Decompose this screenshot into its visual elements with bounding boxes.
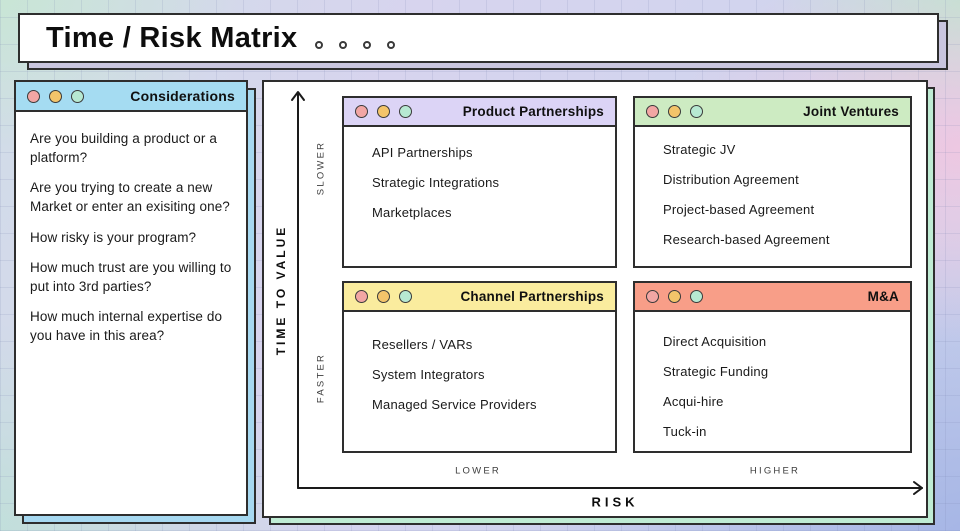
window-dot-icon xyxy=(377,105,390,118)
window-dot-icon xyxy=(355,105,368,118)
window-dot-icon xyxy=(399,290,412,303)
window-dot-icon xyxy=(668,105,681,118)
considerations-panel: Considerations Are you building a produc… xyxy=(14,80,248,516)
quadrant-header: Joint Ventures xyxy=(635,98,910,127)
x-axis-arrow-icon xyxy=(913,481,923,495)
window-dots xyxy=(27,89,84,103)
window-dot-icon xyxy=(27,89,40,103)
axes xyxy=(291,91,923,495)
window-dot-icon xyxy=(377,290,390,303)
list-item: API Partnerships xyxy=(372,145,473,160)
list-item: Resellers / VARs xyxy=(372,337,473,352)
quadrant-product-partnerships: Product Partnerships API Partnerships St… xyxy=(342,96,617,268)
hollow-dot-icon xyxy=(363,41,372,49)
window-dots xyxy=(646,290,703,303)
quadrant-title: Product Partnerships xyxy=(462,104,604,119)
page-title: Time / Risk Matrix xyxy=(46,21,298,54)
list-item: Strategic JV xyxy=(663,142,736,157)
window-dots xyxy=(646,105,703,118)
window-dots xyxy=(355,105,412,118)
quadrant-items: Resellers / VARs System Integrators Mana… xyxy=(344,312,615,420)
window-dot-icon xyxy=(646,105,659,118)
y-axis-label: TIME TO VALUE xyxy=(274,224,288,356)
list-item: Distribution Agreement xyxy=(663,172,799,187)
window-dot-icon xyxy=(668,290,681,303)
window-dot-icon xyxy=(399,105,412,118)
consideration-question: How much trust are you willing to put in… xyxy=(30,260,232,294)
list-item: Strategic Integrations xyxy=(372,175,500,190)
considerations-body: Are you building a product or a platform… xyxy=(16,112,246,358)
list-item: Acqui-hire xyxy=(663,394,724,409)
y-axis-tick-faster: FASTER xyxy=(315,352,327,404)
x-axis-label: RISK xyxy=(591,494,639,510)
quadrant-header: M&A xyxy=(635,283,910,312)
list-item: Direct Acquisition xyxy=(663,334,767,349)
window-dot-icon xyxy=(690,290,703,303)
hollow-dot-icon xyxy=(315,41,324,49)
consideration-question: How much internal expertise do you have … xyxy=(30,309,223,343)
matrix-panel: TIME TO VALUE SLOWER FASTER LOWER HIGHER… xyxy=(262,80,928,518)
list-item: Tuck-in xyxy=(663,424,707,439)
y-axis-tick-slower: SLOWER xyxy=(315,140,327,196)
consideration-question: How risky is your program? xyxy=(30,229,197,245)
quadrant-joint-ventures: Joint Ventures Strategic JV Distribution… xyxy=(633,96,912,268)
list-item: System Integrators xyxy=(372,367,485,382)
consideration-question: Are you trying to create a new Market or… xyxy=(30,180,230,214)
quadrant-channel-partnerships: Channel Partnerships Resellers / VARs Sy… xyxy=(342,281,617,453)
window-dot-icon xyxy=(71,89,84,103)
window-dots xyxy=(355,290,412,303)
x-axis-tick-lower: LOWER xyxy=(455,465,501,477)
list-item: Research-based Agreement xyxy=(663,232,830,247)
considerations-title: Considerations xyxy=(130,88,235,104)
quadrant-title: Joint Ventures xyxy=(803,104,899,119)
consideration-question: Are you building a product or a platform… xyxy=(30,131,217,165)
quadrant-items: API Partnerships Strategic Integrations … xyxy=(344,127,615,228)
considerations-header: Considerations xyxy=(16,82,246,112)
window-dot-icon xyxy=(355,290,368,303)
list-item: Marketplaces xyxy=(372,205,452,220)
x-axis-tick-higher: HIGHER xyxy=(749,465,801,477)
quadrant-items: Strategic JV Distribution Agreement Proj… xyxy=(635,127,910,255)
quadrant-title: Channel Partnerships xyxy=(460,289,604,304)
title-bar: Time / Risk Matrix xyxy=(18,13,939,63)
window-dot-icon xyxy=(646,290,659,303)
window-dot-icon xyxy=(690,105,703,118)
quadrant-header: Product Partnerships xyxy=(344,98,615,127)
quadrant-title: M&A xyxy=(867,289,899,304)
list-item: Managed Service Providers xyxy=(372,397,537,412)
window-dot-icon xyxy=(49,89,62,103)
quadrant-header: Channel Partnerships xyxy=(344,283,615,312)
hollow-dot-icon xyxy=(339,41,348,49)
title-trailing-dots xyxy=(315,41,396,49)
quadrant-items: Direct Acquisition Strategic Funding Acq… xyxy=(635,312,910,447)
y-axis-arrow-icon xyxy=(291,91,305,101)
list-item: Project-based Agreement xyxy=(663,202,815,217)
quadrant-ma: M&A Direct Acquisition Strategic Funding… xyxy=(633,281,912,453)
hollow-dot-icon xyxy=(387,41,396,49)
list-item: Strategic Funding xyxy=(663,364,769,379)
